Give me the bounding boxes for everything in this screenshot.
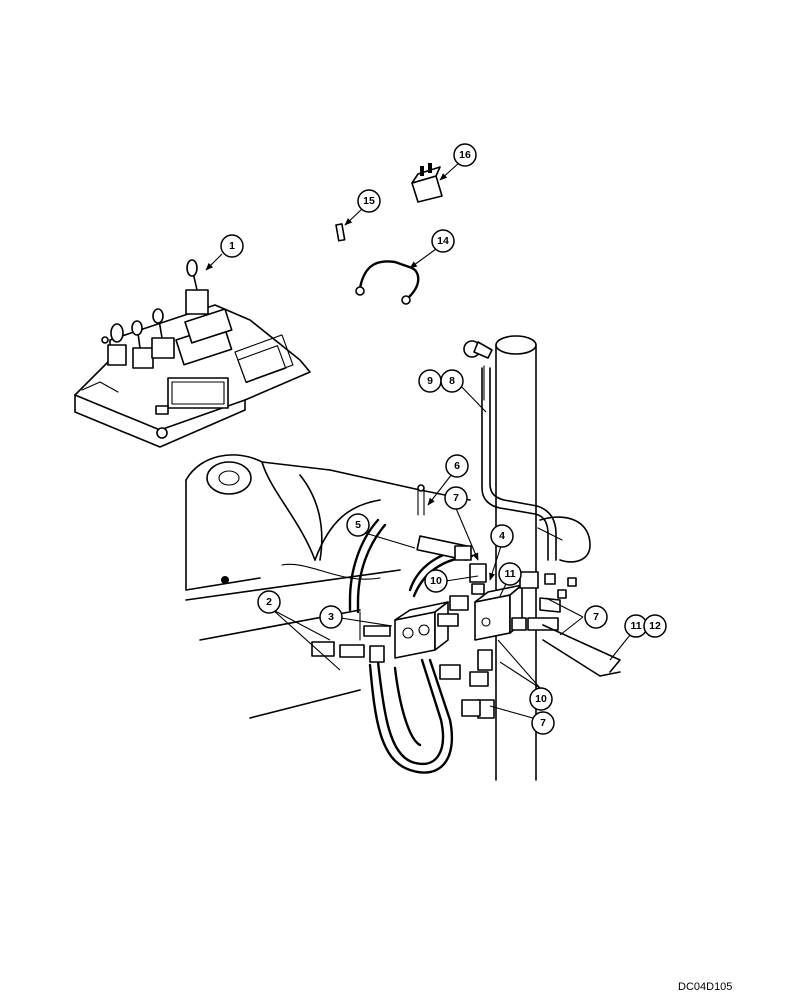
fittings bbox=[311, 484, 621, 719]
callout-10-top: 10 bbox=[424, 569, 448, 593]
callout-7-bottom-label: 7 bbox=[540, 717, 546, 729]
callout-7-right: 7 bbox=[584, 605, 608, 629]
callout-2: 2 bbox=[257, 590, 281, 614]
drawing-code: DC04D105 bbox=[678, 981, 732, 993]
callout-4-label: 4 bbox=[499, 530, 505, 542]
callout-10-bottom: 10 bbox=[529, 687, 553, 711]
callout-5-label: 5 bbox=[355, 519, 361, 531]
callout-12: 12 bbox=[643, 614, 667, 638]
callout-14-label: 14 bbox=[437, 235, 449, 247]
callout-7-top-label: 7 bbox=[453, 492, 459, 504]
callout-15-label: 15 bbox=[363, 195, 375, 207]
callout-7-top: 7 bbox=[444, 486, 468, 510]
callout-15: 15 bbox=[357, 189, 381, 213]
callout-11-right-label: 11 bbox=[630, 620, 641, 632]
leader-lines bbox=[205, 161, 631, 721]
callout-3: 3 bbox=[319, 605, 343, 629]
callout-10-bottom-label: 10 bbox=[535, 693, 547, 705]
callout-7-bottom: 7 bbox=[531, 711, 555, 735]
callout-7-right-label: 7 bbox=[593, 611, 599, 623]
callout-11-right: 11 bbox=[624, 614, 648, 638]
callout-6-label: 6 bbox=[454, 460, 460, 472]
callout-12-label: 12 bbox=[649, 620, 661, 632]
callout-16-label: 16 bbox=[459, 149, 471, 161]
callout-2-label: 2 bbox=[266, 596, 272, 608]
callout-11-mid-label: 11 bbox=[504, 568, 515, 580]
hydraulic-hoses bbox=[348, 518, 474, 774]
callout-14: 14 bbox=[431, 229, 455, 253]
callout-9-label: 9 bbox=[427, 375, 433, 387]
callout-1: 1 bbox=[220, 234, 244, 258]
callout-1-label: 1 bbox=[229, 240, 235, 252]
loose-parts bbox=[335, 163, 443, 305]
callout-16: 16 bbox=[453, 143, 477, 167]
callout-11-mid: 11 bbox=[498, 562, 522, 586]
callout-6: 6 bbox=[445, 454, 469, 478]
callout-5: 5 bbox=[346, 513, 370, 537]
control-panel bbox=[74, 259, 311, 448]
callout-3-label: 3 bbox=[328, 611, 334, 623]
callout-10-top-label: 10 bbox=[430, 575, 442, 587]
callout-9: 9 bbox=[418, 369, 442, 393]
callout-4: 4 bbox=[490, 524, 514, 548]
callout-8-label: 8 bbox=[449, 375, 455, 387]
steel-tubes bbox=[463, 340, 563, 561]
callout-8: 8 bbox=[440, 369, 464, 393]
